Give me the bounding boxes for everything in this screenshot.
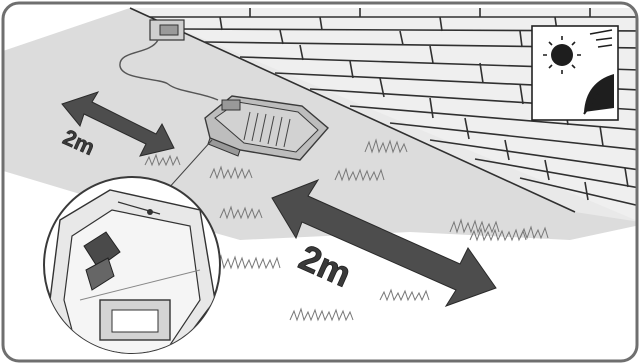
grass-tufts <box>144 138 549 322</box>
charging-station-icon <box>204 95 329 161</box>
power-outlet-icon <box>149 19 185 41</box>
distance-arrow-right <box>271 178 497 307</box>
distance-arrow-left <box>61 91 175 157</box>
sun-and-umbrella-icon <box>531 25 619 121</box>
distance-label-right: 2m <box>293 236 357 295</box>
connector-detail-icon <box>43 176 221 354</box>
power-cable <box>119 39 219 101</box>
